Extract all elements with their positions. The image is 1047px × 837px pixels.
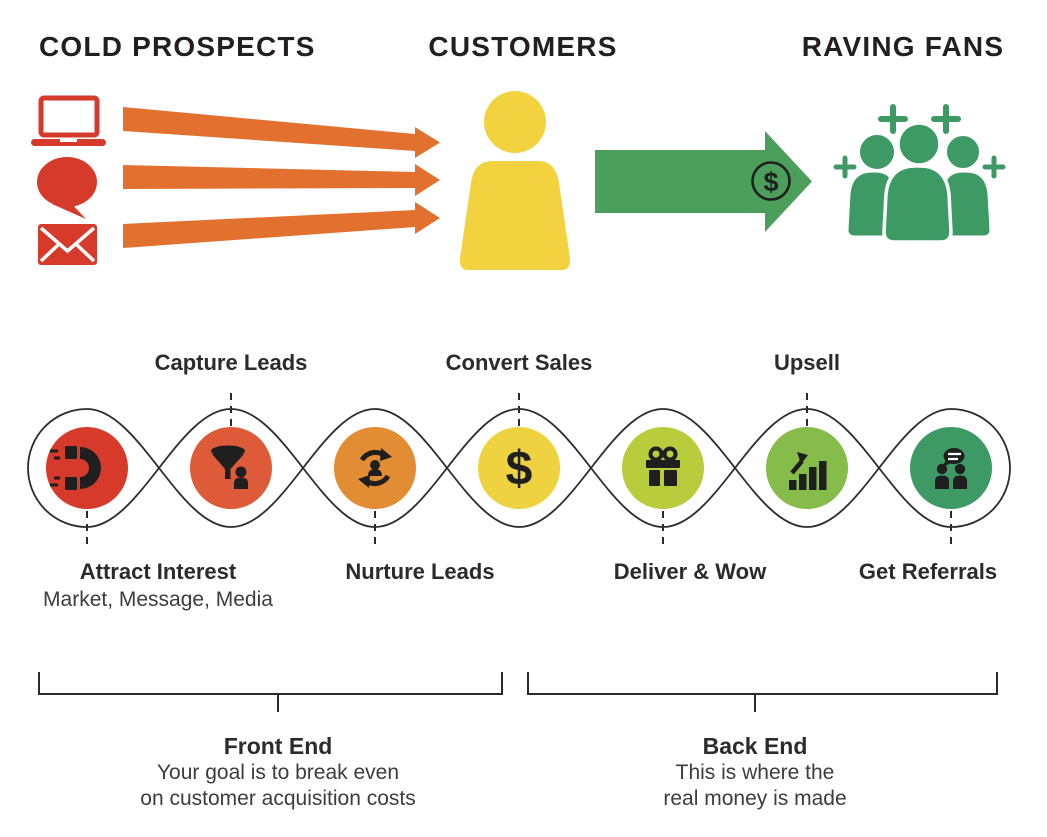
front-end-title: Front End [223, 733, 333, 759]
funnel-user-icon [211, 445, 248, 489]
customers-heading: CUSTOMERS [428, 31, 618, 62]
step-label-nurture-leads: Nurture Leads [345, 559, 495, 584]
dollar-icon: $ [506, 443, 533, 496]
dashed-connectors [86, 393, 952, 550]
money-arrow: $ [595, 131, 812, 232]
step-label-get-referrals: Get Referrals [858, 559, 998, 584]
step-label-capture-leads: Capture Leads [154, 350, 308, 375]
arrow-mid-head [415, 164, 440, 196]
back-end-title: Back End [702, 733, 808, 759]
step-circle-attract [46, 427, 128, 509]
front-end-line1: Your goal is to break even [156, 761, 400, 784]
front-end-line2: on customer acquisition costs [140, 787, 416, 810]
magnet-icon [50, 446, 101, 490]
gift-icon [646, 446, 680, 486]
dollar-symbol: $ [506, 443, 533, 496]
step-circle-convert [478, 427, 560, 509]
plus-marks [833, 104, 1006, 179]
front-end-bracket [38, 672, 503, 712]
step-circle-upsell [766, 427, 848, 509]
people-group-plus-icon [833, 104, 1006, 244]
wave-outline [27, 408, 1011, 528]
arrow-bottom [123, 210, 415, 248]
step-circle-referral [910, 427, 992, 509]
back-end-line2: real money is made [663, 787, 847, 810]
pipeline-wave-graphic: $ [27, 393, 1011, 550]
arrow-mid [123, 165, 415, 189]
step-label-upsell: Upsell [773, 350, 841, 375]
nurture-cycle-icon [358, 448, 392, 488]
prospect-arrows [123, 107, 440, 248]
step-label-convert-sales: Convert Sales [445, 350, 593, 375]
person-icon [459, 91, 571, 270]
back-end-bracket [527, 672, 998, 712]
envelope-icon [38, 224, 97, 265]
dollar-circle-icon: $ [751, 161, 791, 201]
speech-bubble-icon [37, 157, 97, 219]
arrow-top [123, 107, 415, 151]
step-label-attract-interest-title: Attract Interest [79, 559, 237, 584]
step-label-deliver-wow: Deliver & Wow [613, 559, 767, 584]
step-label-attract-interest: Attract Interest Market, Message, Media [43, 560, 273, 612]
back-end-line1: This is where the [675, 761, 835, 784]
top-flow-graphic: $ [31, 91, 1006, 270]
arrow-bottom-head [415, 202, 440, 234]
growth-chart-icon [789, 452, 827, 490]
back-end-section: Back End This is where the real money is… [663, 733, 846, 812]
arrow-top-head [415, 127, 440, 158]
raving-fans-heading: RAVING FANS [801, 31, 1005, 62]
section-brackets [38, 672, 998, 712]
cold-prospects-heading: COLD PROSPECTS [39, 31, 316, 62]
step-sublabel-market-message-media: Market, Message, Media [43, 588, 273, 611]
dollar-badge-symbol: $ [763, 167, 778, 197]
front-end-section: Front End Your goal is to break even on … [140, 733, 415, 812]
laptop-icon [31, 95, 106, 146]
referral-chat-icon [935, 448, 967, 489]
